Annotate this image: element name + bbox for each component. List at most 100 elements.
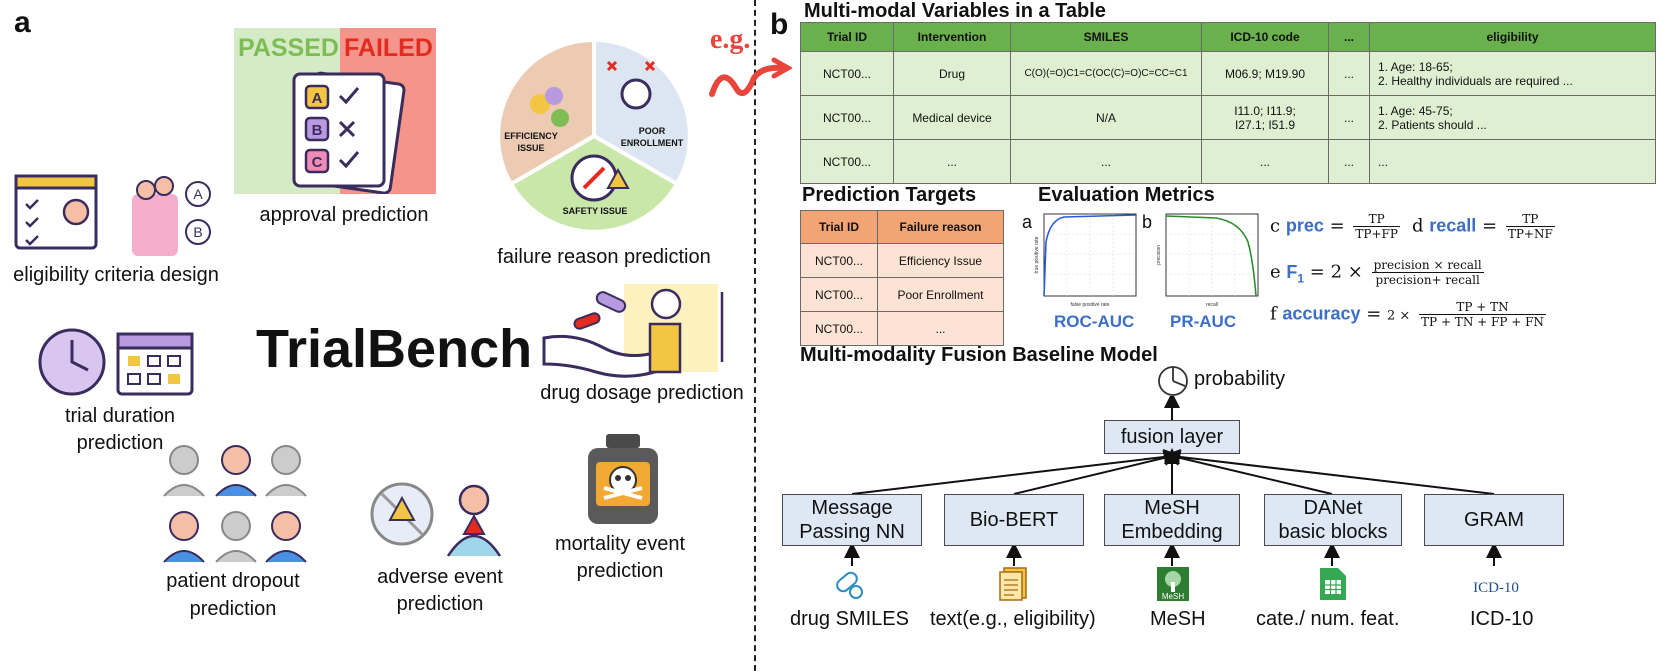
patient-dropout-icon — [163, 445, 307, 563]
encoder-mesh-embedding: MeSH Embedding — [1104, 494, 1240, 546]
targets-header: Trial ID Failure reason — [800, 210, 1004, 244]
drug-smiles-icon — [836, 571, 863, 599]
failure-reason-pie — [496, 38, 692, 234]
trialbench-title: TrialBench — [256, 319, 533, 379]
roc-auc-label: ROC-AUC — [1054, 312, 1135, 331]
table-row: NCT00... Poor Enrollment — [800, 277, 1004, 312]
prec-letter: c — [1270, 215, 1281, 237]
acc-name: accuracy — [1282, 303, 1361, 324]
patient-dropout-label-line1: patient dropout — [166, 570, 300, 592]
prec-numerator: TP — [1353, 212, 1400, 227]
encoder-danet: DANet basic blocks — [1264, 494, 1402, 546]
trial-duration-label-line1: trial duration — [64, 405, 176, 427]
cell-ellipsis: ... — [1328, 95, 1370, 140]
pr-letter: b — [1142, 212, 1153, 232]
cell-eligibility: 1. Age: 18-65; 2. Healthy individuals ar… — [1369, 51, 1656, 96]
eligibility-option-a: A — [193, 186, 203, 202]
f1-name: F1 — [1286, 261, 1304, 286]
encoder-gram: GRAM — [1424, 494, 1564, 546]
cell-trial-id: NCT00... — [800, 51, 894, 96]
encoder-message-passing-nn: Message Passing NN — [782, 494, 922, 546]
variables-table-title: Multi-modal Variables in a Table — [804, 0, 1106, 22]
eg-label: e.g. — [710, 24, 751, 55]
cell-intervention: Drug — [893, 51, 1011, 96]
header-ellipsis: ... — [1328, 22, 1370, 52]
table-row: NCT00... ... ... ... ... ... — [800, 139, 1656, 184]
f1-numerator: precision × recall — [1371, 258, 1484, 273]
encoder-line2: basic blocks — [1278, 521, 1388, 543]
target-trial-id: NCT00... — [800, 277, 878, 312]
adverse-event-label-line1: adverse event — [377, 566, 503, 588]
drug-dosage-icon — [542, 284, 724, 378]
cell-icd10: M06.9; M19.90 — [1201, 51, 1329, 96]
header-eligibility: eligibility — [1369, 22, 1656, 52]
encoder-bio-bert: Bio-BERT — [944, 494, 1084, 546]
failure-reason-prediction-label: failure reason prediction — [497, 246, 711, 268]
spreadsheet-icon — [1320, 568, 1346, 600]
acc-denominator: TP + TN + FP + FN — [1421, 315, 1544, 329]
encoder-line2: Passing NN — [799, 521, 905, 543]
trial-duration-label-line2: prediction — [76, 432, 164, 454]
encoder-line1: Bio-BERT — [969, 509, 1059, 531]
header-icd10: ICD-10 code — [1201, 22, 1329, 52]
header-trial-id: Trial ID — [800, 22, 894, 52]
table-row: NCT00... ... — [800, 311, 1004, 346]
safety-issue-label: SAFETY ISSUE — [562, 206, 628, 216]
table-row: NCT00... Medical device N/A I11.0; I11.9… — [800, 95, 1656, 140]
encoder-line1: MeSH — [1144, 497, 1200, 519]
recall-letter: d — [1412, 215, 1424, 237]
target-failure-reason: Poor Enrollment — [877, 277, 1004, 312]
checklist-letter-a: A — [312, 90, 323, 107]
adverse-event-label-line2: prediction — [396, 593, 484, 615]
cell-smiles: ... — [1010, 139, 1202, 184]
header-smiles: SMILES — [1010, 22, 1202, 52]
encoder-line2: Embedding — [1121, 521, 1223, 543]
icd10-logo-text: ICD-10 — [1473, 580, 1519, 596]
cell-ellipsis: ... — [1328, 139, 1370, 184]
variables-table-header: Trial ID Intervention SMILES ICD-10 code… — [800, 22, 1656, 52]
panel-b-letter: b — [770, 8, 789, 41]
f1-name-main: F — [1286, 261, 1298, 282]
cell-intervention: ... — [893, 139, 1011, 184]
mortality-event-label-line1: mortality event — [554, 533, 686, 555]
roc-x-axis-label: false positive rate — [1071, 302, 1110, 308]
input-icd10: ICD-10 — [1470, 608, 1534, 630]
approval-prediction-label: approval prediction — [259, 204, 429, 226]
checklist-letter-c: C — [312, 154, 323, 171]
efficiency-issue-label: EFFICIENCY ISSUE — [504, 131, 558, 153]
input-cate-num-feat: cate./ num. feat. — [1256, 608, 1400, 630]
mesh-logo-text: MeSH — [1162, 592, 1184, 601]
cell-eligibility: ... — [1369, 139, 1656, 184]
fusion-arrows — [844, 396, 1502, 566]
f1-coefficient: 2 × — [1330, 261, 1363, 283]
eligibility-option-b: B — [193, 224, 202, 240]
roc-letter: a — [1022, 212, 1033, 232]
pr-y-axis-label: precision — [1156, 245, 1162, 265]
icd10-logo-icon: ICD-10 — [1473, 580, 1519, 596]
input-mesh: MeSH — [1150, 608, 1206, 630]
acc-letter: f — [1270, 303, 1277, 325]
target-failure-reason: Efficiency Issue — [877, 243, 1004, 278]
fusion-model-title: Multi-modality Fusion Baseline Model — [800, 344, 1158, 366]
acc-numerator: TP + TN — [1419, 300, 1546, 315]
pr-curve-plot: recall precision — [1156, 213, 1259, 308]
patient-dropout-label-line2: prediction — [189, 598, 277, 620]
mortality-event-label-line2: prediction — [576, 560, 664, 582]
encoder-line1: Message — [811, 497, 893, 519]
input-text: text(e.g., eligibility) — [930, 608, 1096, 630]
encoder-line1: GRAM — [1464, 509, 1524, 531]
drug-dosage-label: drug dosage prediction — [540, 382, 744, 404]
icd10-line1: I11.0; I11.9; — [1234, 103, 1296, 118]
table-row: NCT00... Efficiency Issue — [800, 243, 1004, 278]
table-row: NCT00... Drug C(O)(=O)C1=C(OC(C)=O)C=CC=… — [800, 51, 1656, 96]
passed-label: PASSED — [238, 34, 339, 62]
panel-a-letter: a — [14, 6, 31, 39]
